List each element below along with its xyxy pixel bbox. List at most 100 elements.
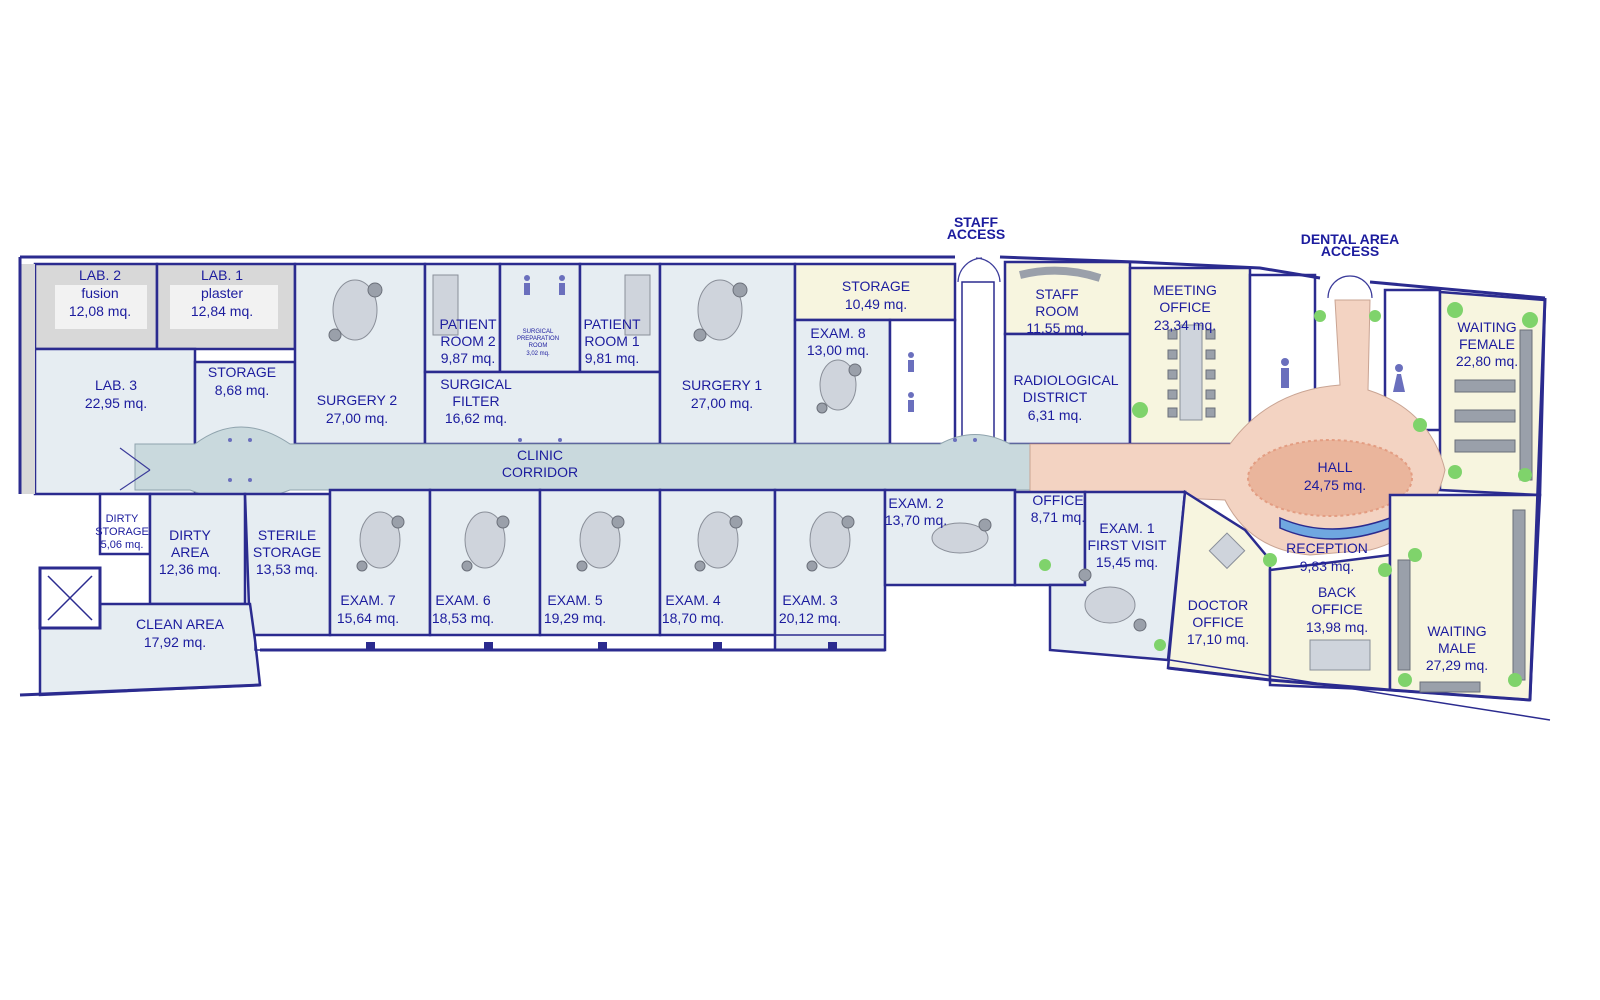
exam3-area-text: 20,12 mq.: [779, 610, 841, 626]
labels: STAFF ACCESS DENTAL AREA ACCESS LAB. 2 f…: [69, 214, 1518, 673]
office-area-text: 8,71 mq.: [1031, 509, 1085, 525]
meeting-chairs: [1167, 329, 1216, 418]
staff-room-seats: [1019, 266, 1102, 282]
exam4-area-text: 18,70 mq.: [662, 610, 724, 626]
lab3-door[interactable]: [119, 447, 151, 491]
lab2-sub: fusion: [81, 285, 118, 301]
surgery2-area-text: 27,00 mq.: [326, 410, 388, 426]
patient1-name: PATIENT: [583, 316, 640, 332]
back-office-sub: OFFICE: [1311, 601, 1362, 617]
meeting-name: MEETING: [1153, 282, 1217, 298]
storage-a-area-text: 8,68 mq.: [215, 382, 269, 398]
waiting-male-seats: [1397, 509, 1526, 693]
staff-access-door[interactable]: [957, 257, 1001, 283]
dental-access-door[interactable]: [1327, 275, 1373, 299]
staff-access-label-2: ACCESS: [947, 226, 1005, 242]
reception-area-text: 9,83 mq.: [1300, 558, 1354, 574]
north-wall: [20, 255, 1546, 300]
exam1-area-text: 15,45 mq.: [1096, 554, 1158, 570]
back-office-area-text: 13,98 mq.: [1306, 619, 1368, 635]
furniture: [47, 257, 1538, 693]
left-strip: [20, 264, 35, 494]
dental-access-label-1: DENTAL AREA: [1301, 231, 1400, 247]
dental-chair-exam5: [576, 511, 625, 572]
clean-area-text: 17,92 mq.: [144, 634, 206, 650]
waiting-male-sub: MALE: [1438, 640, 1476, 656]
exam8-area-text: 13,00 mq.: [807, 342, 869, 358]
exam1-sub: FIRST VISIT: [1087, 537, 1167, 553]
elevator-cross: [47, 575, 93, 621]
outer-walls: [18, 255, 1551, 721]
sterile-sub: STORAGE: [253, 544, 321, 560]
exam7-area-text: 15,64 mq.: [337, 610, 399, 626]
exam5-name: EXAM. 5: [547, 592, 602, 608]
exam3-name: EXAM. 3: [782, 592, 837, 608]
lab2-name: LAB. 2: [79, 267, 121, 283]
radiological-sub: DISTRICT: [1023, 389, 1088, 405]
hall-name: HALL: [1317, 459, 1352, 475]
dental-chair-exam6: [461, 511, 510, 572]
doctor-office-area-text: 17,10 mq.: [1187, 631, 1249, 647]
staff-room-name: STAFF: [1035, 286, 1078, 302]
staff-corridor: [961, 281, 995, 445]
meeting-area-text: 23,34 mq.: [1154, 317, 1216, 333]
waiting-female-area-text: 22,80 mq.: [1456, 353, 1518, 369]
corridor-lights: [228, 438, 977, 482]
room-fills: [20, 260, 1547, 702]
exam8-name: EXAM. 8: [810, 325, 865, 341]
lab1-name: LAB. 1: [201, 267, 243, 283]
hall-area-text: 24,75 mq.: [1304, 477, 1366, 493]
surgery1-area-text: 27,00 mq.: [691, 395, 753, 411]
exam2-area-text: 13,70 mq.: [885, 512, 947, 528]
dental-chair-exam4: [694, 511, 743, 572]
prep-sub1: PREPARATION: [517, 336, 559, 342]
exam6-name: EXAM. 6: [435, 592, 490, 608]
storage-b-name: STORAGE: [842, 278, 910, 294]
dirty-storage-area-text: 5,06 mq.: [101, 539, 144, 551]
meeting-sub: OFFICE: [1159, 299, 1210, 315]
storage-b-area: [793, 262, 957, 322]
corridor-sub: CORRIDOR: [502, 464, 578, 480]
lab2-inner: [55, 285, 147, 329]
meeting-table: [1179, 324, 1203, 421]
doctor-office-sub: OFFICE: [1192, 614, 1243, 630]
lab1-inner: [170, 285, 278, 329]
storage-a-name: STORAGE: [208, 364, 276, 380]
corridor-name: CLINIC: [517, 447, 563, 463]
sterile-name: STERILE: [258, 527, 316, 543]
filter-sub: FILTER: [452, 393, 499, 409]
waiting-female-seats: [1454, 329, 1533, 481]
dirty-storage-sub: STORAGE: [95, 526, 149, 538]
exam5-area-text: 19,29 mq.: [544, 610, 606, 626]
prep-area-text: 3,02 mq.: [526, 351, 550, 357]
lab1-sub: plaster: [201, 285, 243, 301]
staff-room-sub: ROOM: [1035, 303, 1079, 319]
back-office-desk: [1309, 639, 1371, 671]
dental-chair-exam3: [806, 511, 855, 572]
bed-patient1: [624, 274, 651, 336]
filter-area-text: 16,62 mq.: [445, 410, 507, 426]
lab2-area-text: 12,08 mq.: [69, 303, 131, 319]
site-line: [1169, 659, 1551, 721]
window-markers: [366, 642, 837, 651]
exam1-name: EXAM. 1: [1099, 520, 1154, 536]
east-wall: [1528, 297, 1547, 701]
radiological-area: [1003, 332, 1132, 446]
dirty-storage-name: DIRTY: [106, 513, 139, 525]
patient2-sub: ROOM 2: [440, 333, 495, 349]
dirty-area-name: DIRTY: [169, 527, 211, 543]
patient1-area-text: 9,81 mq.: [585, 350, 639, 366]
waiting-male-area-text: 27,29 mq.: [1426, 657, 1488, 673]
exam2-name: EXAM. 2: [888, 495, 943, 511]
dirty-area: [148, 492, 247, 606]
sterile-area-text: 13,53 mq.: [256, 561, 318, 577]
dirty-area-sub: AREA: [171, 544, 210, 560]
lab1-area-text: 12,84 mq.: [191, 303, 253, 319]
waiting-female-name: WAITING: [1457, 319, 1516, 335]
surgery2-name: SURGERY 2: [317, 392, 398, 408]
dental-access-label-2: ACCESS: [1321, 243, 1379, 259]
radiological-area-text: 6,31 mq.: [1028, 407, 1082, 423]
storage-b-area-text: 10,49 mq.: [845, 296, 907, 312]
exam4-name: EXAM. 4: [665, 592, 720, 608]
